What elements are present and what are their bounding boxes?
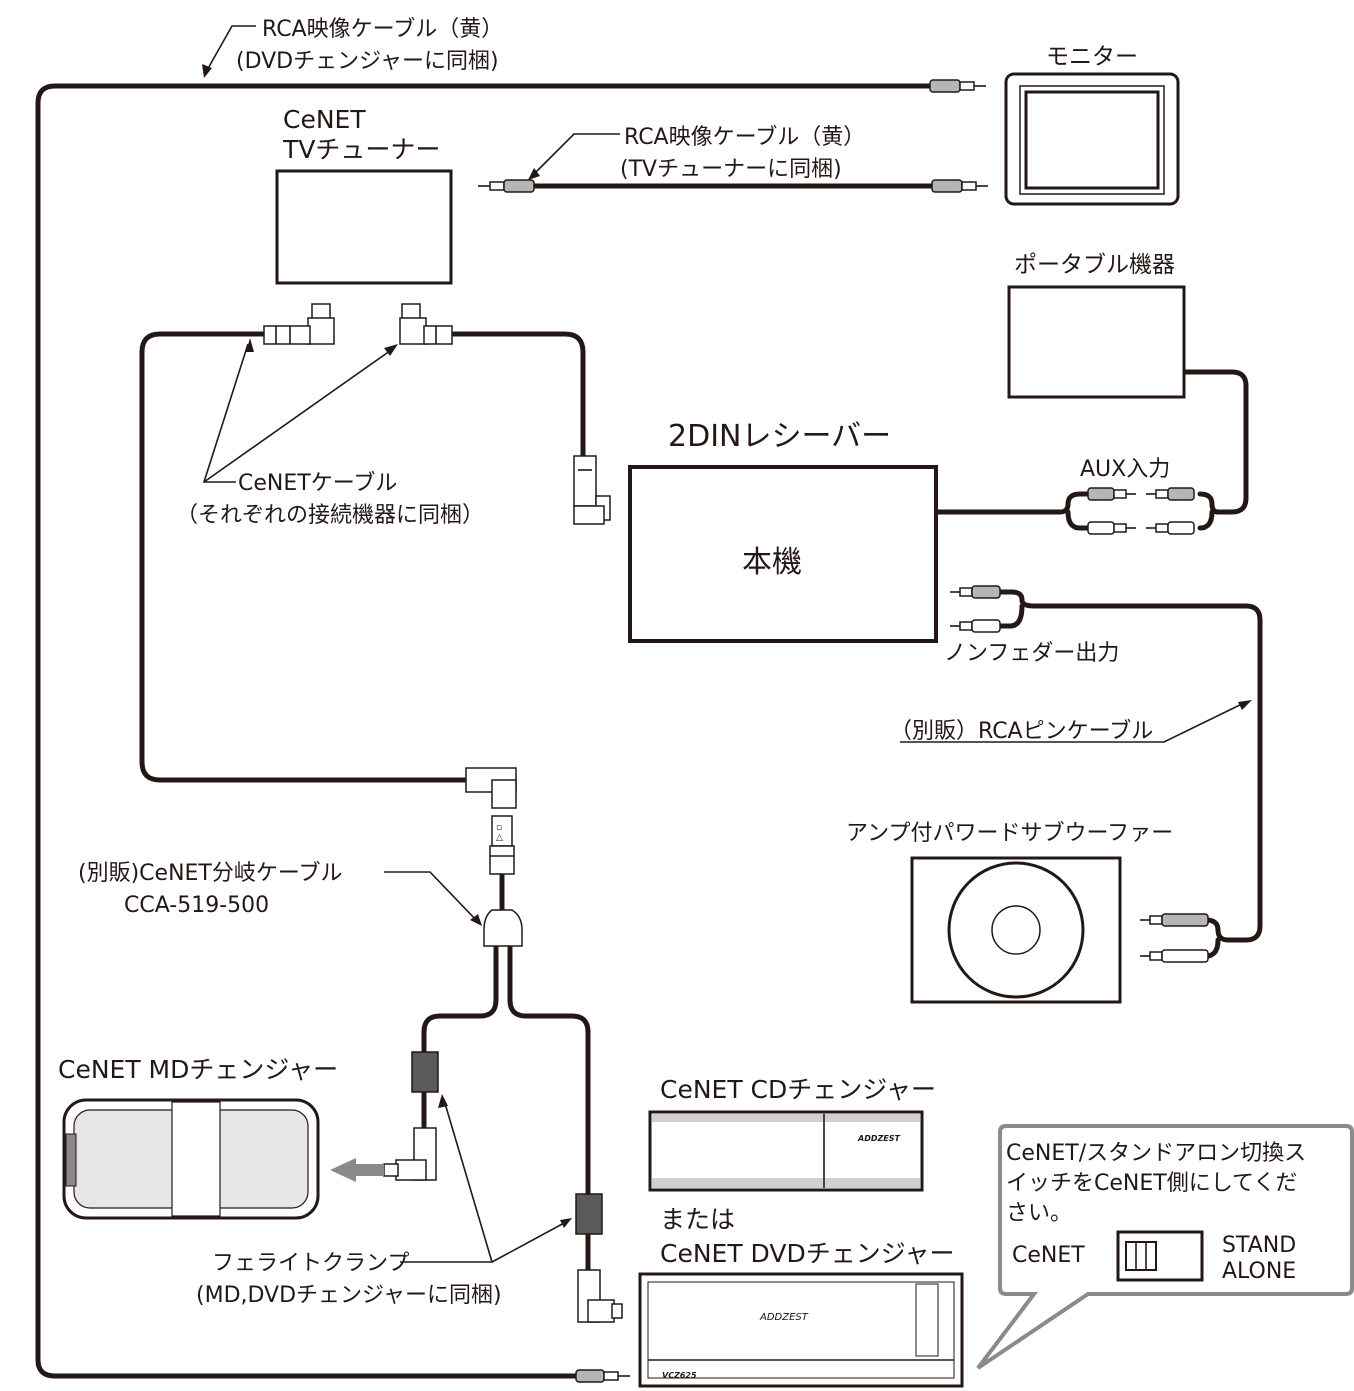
label-rca-pin: （別販）RCAピンケーブル: [890, 719, 1153, 744]
svg-text:△: △: [496, 833, 503, 843]
subwoofer-device: [910, 856, 1122, 1004]
label-cenet-cable-sub: （それぞれの接続機器に同梱）: [176, 503, 484, 528]
label-ferrite: フェライトクランプ: [212, 1251, 409, 1276]
label-subwoofer: アンプ付パワードサブウーファー: [846, 821, 1173, 846]
cenet-cable-branch-main: [139, 331, 473, 783]
dvd-changer-device: [638, 1272, 964, 1388]
label-aux: AUX入力: [1080, 457, 1170, 482]
rca-plug-monitor-tv: [931, 179, 988, 193]
label-portable: ポータブル機器: [1014, 252, 1175, 278]
cenet-switch-knob: [1125, 1241, 1157, 1271]
leader-rca-pin: [900, 701, 1247, 743]
callout-text-3: さい。: [1006, 1201, 1072, 1226]
nonfader-plugs: [950, 585, 1001, 633]
label-dvd-changer: CeNET DVDチェンジャー: [660, 1239, 954, 1268]
label-rca-top-sub: (DVDチェンジャーに同梱): [236, 49, 499, 74]
label-cd-changer: CeNET CDチェンジャー: [660, 1075, 936, 1104]
ferrite-clamp-md: [411, 1051, 439, 1093]
branch-splitter: [483, 909, 523, 947]
leader-rca-tv: [531, 133, 620, 177]
insert-arrow: [330, 1158, 384, 1182]
cenet-cable-receiver: [447, 331, 586, 463]
switch-label-cenet: CeNET: [1012, 1243, 1085, 1268]
aux-cable: [935, 369, 1249, 531]
dvd-model-label: VCZ625: [662, 1371, 697, 1380]
leader-branch: [384, 871, 479, 923]
cenet-connector-branch-top: ▫ △: [465, 767, 517, 875]
leader-cenet-cable: [202, 343, 395, 483]
label-rca-tv: RCA映像ケーブル（黄）: [624, 125, 865, 150]
switch-label-alone: ALONE: [1222, 1259, 1296, 1284]
cd-changer-device: [648, 1110, 924, 1192]
brand-cd: ADDZEST: [857, 1134, 901, 1143]
brand-dvd: ADDZEST: [759, 1312, 809, 1323]
label-tv-tuner-1: CeNET: [283, 105, 366, 134]
leader-ferrite: [400, 1099, 567, 1263]
label-monitor: モニター: [1046, 44, 1138, 70]
callout-text-1: CeNET/スタンドアロン切換ス: [1006, 1141, 1306, 1166]
cenet-connector-tuner-left: [263, 303, 335, 345]
ferrite-clamp-dvd: [575, 1193, 603, 1235]
label-tv-tuner-2: TVチューナー: [282, 135, 440, 164]
label-branch-model: CCA-519-500: [124, 893, 269, 918]
tv-tuner-box: [275, 169, 453, 285]
arrowheads: [202, 64, 1252, 1228]
callout-text-2: イッチをCeNET側にしてくだ: [1006, 1171, 1297, 1196]
aux-plugs: [1087, 487, 1195, 535]
rca-video-cable-dvd: [35, 83, 939, 1379]
cenet-connector-dvd: [577, 1269, 623, 1323]
label-receiver-title: 2DINレシーバー: [668, 419, 891, 454]
cenet-connector-receiver: [573, 455, 611, 525]
leader-rca-top: [205, 25, 256, 73]
svg-text:▫: ▫: [496, 823, 502, 833]
label-receiver-body: 本機: [742, 545, 802, 580]
cenet-connector-tuner-right: [399, 303, 453, 345]
label-rca-tv-sub: (TVチューナーに同梱): [620, 157, 842, 182]
switch-label-stand: STAND: [1222, 1233, 1296, 1258]
receiver-box: [628, 465, 938, 643]
label-ferrite-sub: (MD,DVDチェンジャーに同梱): [196, 1283, 502, 1308]
label-rca-top: RCA映像ケーブル（黄）: [262, 17, 503, 42]
portable-box: [1007, 285, 1186, 399]
md-changer-device: [62, 1098, 320, 1220]
branch-cable-dvd: [507, 941, 591, 1273]
monitor-device: [1004, 72, 1180, 206]
rca-plug-dvd: [575, 1369, 630, 1383]
label-cenet-cable: CeNETケーブル: [238, 471, 397, 496]
label-or: または: [660, 1205, 735, 1234]
subwoofer-plugs: [1140, 913, 1209, 963]
label-md-changer: CeNET MDチェンジャー: [58, 1055, 338, 1084]
rca-plug-monitor-top: [929, 79, 986, 93]
cenet-connector-md: [383, 1127, 437, 1181]
branch-cable-md: [421, 941, 499, 1133]
rca-plug-tv-left: [478, 179, 535, 193]
label-branch: (別販)CeNET分岐ケーブル: [78, 861, 343, 886]
label-nonfader: ノンフェダー出力: [944, 641, 1119, 666]
